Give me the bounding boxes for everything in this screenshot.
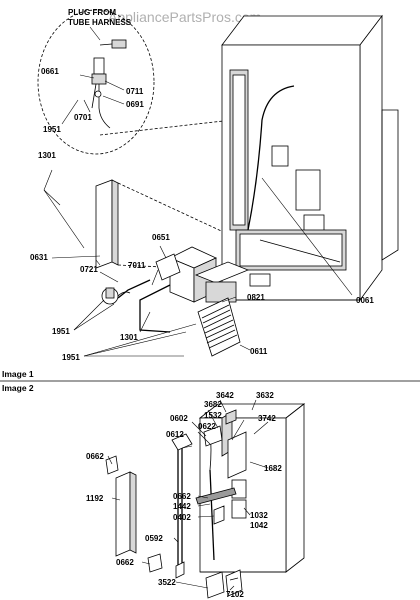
part-label-3642: 3642 — [216, 391, 234, 400]
grille-slats — [201, 304, 238, 349]
part-label-0602: 0602 — [170, 414, 188, 423]
part-label-0721: 0721 — [80, 265, 98, 274]
part-label-0821: 0821 — [247, 293, 265, 302]
part-label-3682: 3682 — [204, 400, 222, 409]
part-label-1951-detail: 1951 — [43, 125, 61, 134]
part-label-0662-top: 0662 — [86, 452, 104, 461]
part-label-0631: 0631 — [30, 253, 48, 262]
part-label-0592: 0592 — [145, 534, 163, 543]
part-label-1301-top: 1301 — [38, 151, 56, 160]
section-label-image-2: Image 2 — [2, 383, 34, 393]
watermark-text: AppliancePartsPros.com — [108, 9, 261, 25]
detail-callout-line-2: TUBE HARNESS — [68, 18, 132, 27]
part-label-0661: 0661 — [41, 67, 59, 76]
part-label-1192: 1192 — [86, 494, 104, 503]
part-label-0662-bottom: 0662 — [116, 558, 134, 567]
part-label-3742: 3742 — [258, 414, 276, 423]
part-label-3522: 3522 — [158, 578, 176, 587]
part-label-0691: 0691 — [126, 100, 144, 109]
image-1-labels: 0661 0711 0691 0701 1951 1301 0651 0631 … — [30, 67, 374, 362]
part-label-1951-bottom: 1951 — [62, 353, 80, 362]
part-label-1532: 1532 — [204, 411, 222, 420]
part-label-1042: 1042 — [250, 521, 268, 530]
part-label-0622: 0622 — [198, 422, 216, 431]
image-1-drawing: PLUG FROM TUBE HARNESS — [37, 8, 399, 357]
part-label-1951-mid: 1951 — [52, 327, 70, 336]
part-label-1682: 1682 — [264, 464, 282, 473]
part-label-0611: 0611 — [250, 347, 268, 356]
part-label-0061: 0061 — [356, 296, 374, 305]
part-label-7102: 7102 — [226, 590, 244, 599]
part-label-7011: 7011 — [128, 261, 146, 270]
part-label-1301-bottom: 1301 — [120, 333, 138, 342]
part-label-0711: 0711 — [126, 87, 144, 96]
detail-callout-line-1: PLUG FROM — [68, 8, 116, 17]
image-2-labels: 3642 3632 3682 0602 1532 3742 0622 0612 … — [86, 391, 282, 599]
part-label-0612: 0612 — [166, 430, 184, 439]
image-2-drawing — [105, 399, 306, 599]
part-label-0701: 0701 — [74, 113, 92, 122]
part-label-0651: 0651 — [152, 233, 170, 242]
part-label-0402: 0402 — [173, 513, 191, 522]
detail-circle — [37, 9, 155, 155]
part-label-1442: 1442 — [173, 502, 191, 511]
part-label-1032: 1032 — [250, 511, 268, 520]
section-label-image-1: Image 1 — [2, 369, 34, 379]
part-label-3632: 3632 — [256, 391, 274, 400]
part-label-0662-mid: 0662 — [173, 492, 191, 501]
